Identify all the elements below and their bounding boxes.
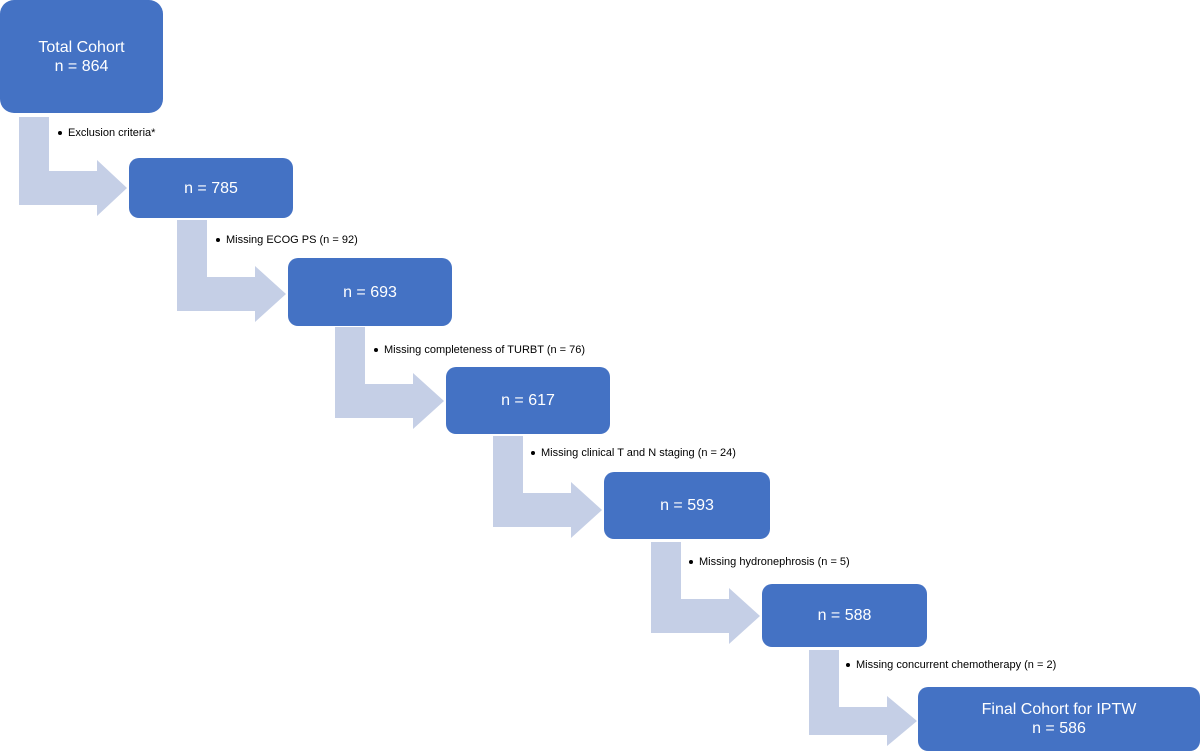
exclusion-note-5: Missing hydronephrosis (n = 5) <box>689 556 850 568</box>
flow-arrow-2 <box>177 220 286 322</box>
exclusion-note-2: Missing ECOG PS (n = 92) <box>216 234 358 246</box>
step-count: n = 593 <box>660 497 714 514</box>
exclusion-text: Missing ECOG PS (n = 92) <box>226 234 358 246</box>
total-cohort-box: Total Cohort n = 864 <box>0 0 163 113</box>
final-cohort-title: Final Cohort for IPTW <box>981 701 1137 718</box>
step-count: n = 588 <box>817 607 872 624</box>
total-cohort-title: Total Cohort <box>38 38 125 56</box>
step-box-785: n = 785 <box>129 158 293 218</box>
flow-arrow-5 <box>651 542 760 644</box>
exclusion-note-3: Missing completeness of TURBT (n = 76) <box>374 344 585 356</box>
bullet-icon <box>374 348 378 352</box>
exclusion-text: Exclusion criteria* <box>68 127 156 139</box>
exclusion-text: Missing completeness of TURBT (n = 76) <box>384 344 586 356</box>
bullet-icon <box>846 663 850 667</box>
final-cohort-count: n = 586 <box>1032 720 1086 737</box>
step-box-593: n = 593 <box>604 472 770 539</box>
total-cohort-count: n = 864 <box>54 57 109 75</box>
step-count: n = 785 <box>184 179 238 197</box>
exclusion-text: Missing hydronephrosis (n = 5) <box>699 556 850 568</box>
bullet-icon <box>216 238 220 242</box>
exclusion-note-4: Missing clinical T and N staging (n = 24… <box>531 447 736 459</box>
step-count: n = 693 <box>343 283 397 301</box>
exclusion-note-6: Missing concurrent chemotherapy (n = 2) <box>846 659 1056 671</box>
flow-arrow-4 <box>493 436 602 538</box>
step-box-617: n = 617 <box>446 367 610 434</box>
flow-arrow-1 <box>19 117 127 216</box>
step-count: n = 617 <box>501 392 555 409</box>
final-cohort-box: Final Cohort for IPTW n = 586 <box>918 687 1200 751</box>
bullet-icon <box>531 451 535 455</box>
step-box-588: n = 588 <box>762 584 927 647</box>
bullet-icon <box>58 131 62 135</box>
bullet-icon <box>689 560 693 564</box>
flow-arrow-6 <box>809 650 917 746</box>
flow-arrow-3 <box>335 327 444 429</box>
step-box-693: n = 693 <box>288 258 452 326</box>
exclusion-text: Missing concurrent chemotherapy (n = 2) <box>856 659 1057 671</box>
exclusion-note-1: Exclusion criteria* <box>58 127 155 139</box>
exclusion-text: Missing clinical T and N staging (n = 24… <box>541 447 736 459</box>
